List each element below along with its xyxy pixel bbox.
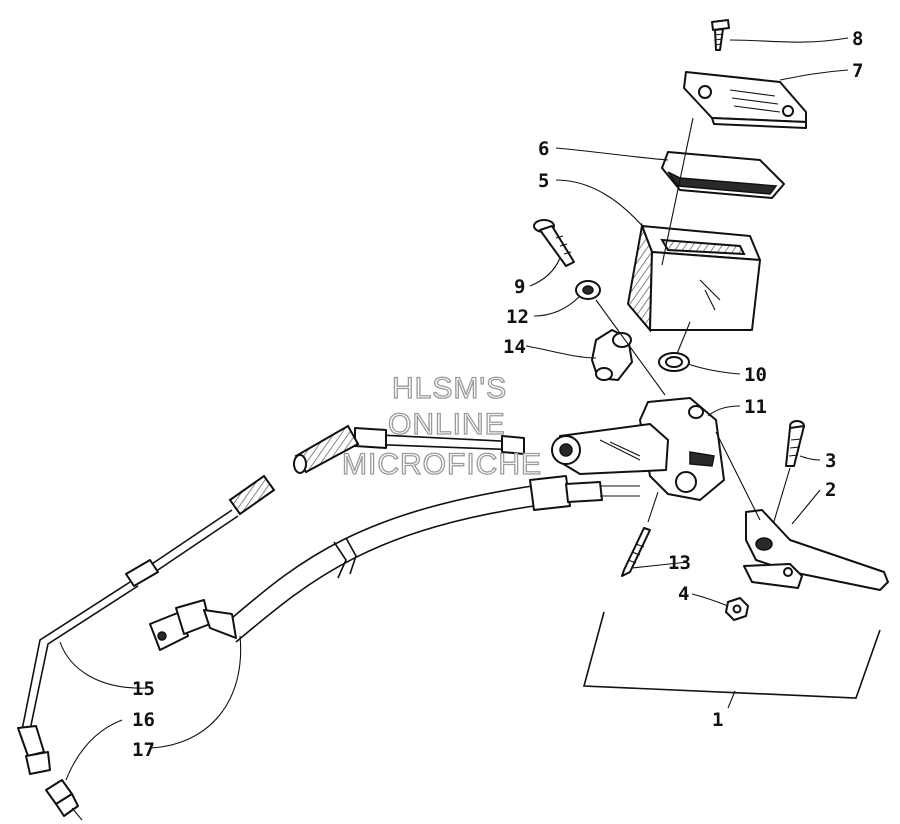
screw-part-8 [711, 19, 730, 51]
callout-2: 2 [825, 479, 836, 501]
callout-5: 5 [538, 170, 549, 192]
callout-1: 1 [712, 709, 723, 731]
reservoir-cover-part-7 [683, 71, 807, 129]
callout-7: 7 [852, 60, 863, 82]
watermark-line-2: ONLINE [388, 408, 506, 441]
callout-10: 10 [744, 364, 767, 386]
pivot-bolt-part-3 [771, 420, 805, 529]
fitting-part-16 [45, 779, 83, 821]
o-ring-part-10 [658, 352, 690, 372]
switch-wire-part-17 [149, 475, 640, 651]
master-cylinder-part-11 [551, 397, 725, 501]
callout-4: 4 [678, 583, 689, 605]
callout-11: 11 [744, 396, 767, 418]
brake-line-part-15 [17, 474, 276, 775]
nut-part-4 [725, 597, 749, 621]
callout-9: 9 [514, 276, 525, 298]
watermark: HLSM'S ONLINE MICROFICHE [341, 371, 542, 481]
screw-part-13 [621, 491, 659, 577]
gasket-part-6 [661, 151, 785, 199]
upper-hose-part [293, 424, 525, 474]
leader-lines [59, 37, 849, 781]
reservoir-body-part-5 [626, 222, 761, 333]
callout-15: 15 [132, 678, 155, 700]
brake-lever-part-2 [743, 509, 889, 591]
callout-12: 12 [506, 306, 529, 328]
callout-labels: 1 2 3 4 5 6 7 8 9 10 11 12 13 14 15 16 1… [132, 28, 863, 761]
callout-3: 3 [825, 450, 836, 472]
bolt-part-9 [533, 219, 575, 267]
callout-8: 8 [852, 28, 863, 50]
callout-6: 6 [538, 138, 549, 160]
washer-part-12 [575, 280, 601, 300]
callout-13: 13 [668, 552, 691, 574]
callout-17: 17 [132, 739, 155, 761]
watermark-line-3: MICROFICHE [342, 448, 542, 481]
clamp-part-14 [591, 329, 633, 381]
watermark-line-1: HLSM'S [392, 372, 507, 405]
callout-14: 14 [503, 336, 526, 358]
callout-16: 16 [132, 709, 155, 731]
assembly-bracket-part-1 [582, 611, 881, 709]
